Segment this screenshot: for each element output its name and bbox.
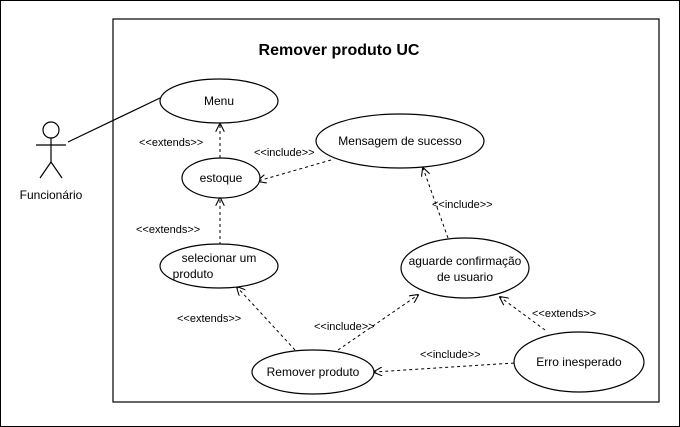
usecase-selecionar-produto-label-2: produto xyxy=(173,267,214,281)
label-include-aguarde-sucesso: <<include>> xyxy=(432,199,493,211)
usecase-erro-inesperado[interactable]: Erro inesperado xyxy=(513,331,645,393)
actor-name: Funcionário xyxy=(20,188,83,202)
usecase-mensagem-de-sucesso-label: Mensagem de sucesso xyxy=(338,134,462,148)
usecase-mensagem-de-sucesso[interactable]: Mensagem de sucesso xyxy=(315,113,485,169)
actor-funcionario[interactable]: Funcionário xyxy=(20,121,83,202)
label-include-remover-aguarde: <<include>> xyxy=(314,321,375,333)
actor-right-leg xyxy=(50,161,63,179)
usecase-remover-produto-shape xyxy=(251,349,375,395)
usecase-estoque-shape xyxy=(181,157,261,199)
usecase-mensagem-de-sucesso-shape xyxy=(315,113,485,169)
usecase-selecionar-produto-shape xyxy=(159,243,279,289)
label-extends-remover-selecionar: <<extends>> xyxy=(177,313,241,325)
edge-remover-selecionar xyxy=(237,287,296,351)
usecase-remover-produto-label: Remover produto xyxy=(267,365,360,379)
usecase-menu[interactable]: Menu xyxy=(159,78,279,124)
usecase-aguarde-confirmacao[interactable]: aguarde confirmação de usuario xyxy=(400,237,530,299)
label-extends-selecionar-estoque: <<extends>> xyxy=(136,224,200,236)
edge-estoque-sucesso xyxy=(258,159,332,181)
usecase-estoque-label: estoque xyxy=(200,171,243,185)
usecase-selecionar-produto[interactable]: selecionar um produto xyxy=(159,243,279,289)
usecase-aguarde-confirmacao-label-1: aguarde confirmação xyxy=(409,254,522,268)
actor-left-leg xyxy=(39,161,52,179)
system-boundary xyxy=(112,18,660,403)
usecase-erro-inesperado-label: Erro inesperado xyxy=(536,355,622,369)
label-extends-estoque-menu: <<extends>> xyxy=(139,137,203,149)
usecase-remover-produto[interactable]: Remover produto xyxy=(251,349,375,395)
usecase-menu-shape xyxy=(159,78,279,124)
label-include-erro-remover: <<include>> xyxy=(420,349,481,361)
label-include-estoque-sucesso: <<include>> xyxy=(254,147,315,159)
usecase-menu-label: Menu xyxy=(204,94,234,108)
diagram-title: Remover produto UC xyxy=(259,42,420,59)
association-actor-menu xyxy=(67,97,161,143)
label-extends-erro-aguarde: <<extends>> xyxy=(532,308,596,320)
usecase-aguarde-confirmacao-label-2: de usuario xyxy=(437,270,493,284)
edge-erro-remover xyxy=(374,362,515,372)
usecase-erro-inesperado-shape xyxy=(513,331,645,393)
edge-aguarde-sucesso xyxy=(423,168,449,239)
edge-remover-aguarde xyxy=(337,295,418,351)
usecase-estoque[interactable]: estoque xyxy=(181,157,261,199)
usecase-aguarde-confirmacao-shape xyxy=(400,237,530,299)
usecase-selecionar-produto-label-1: selecionar um xyxy=(182,251,257,265)
actor-head xyxy=(42,121,60,139)
